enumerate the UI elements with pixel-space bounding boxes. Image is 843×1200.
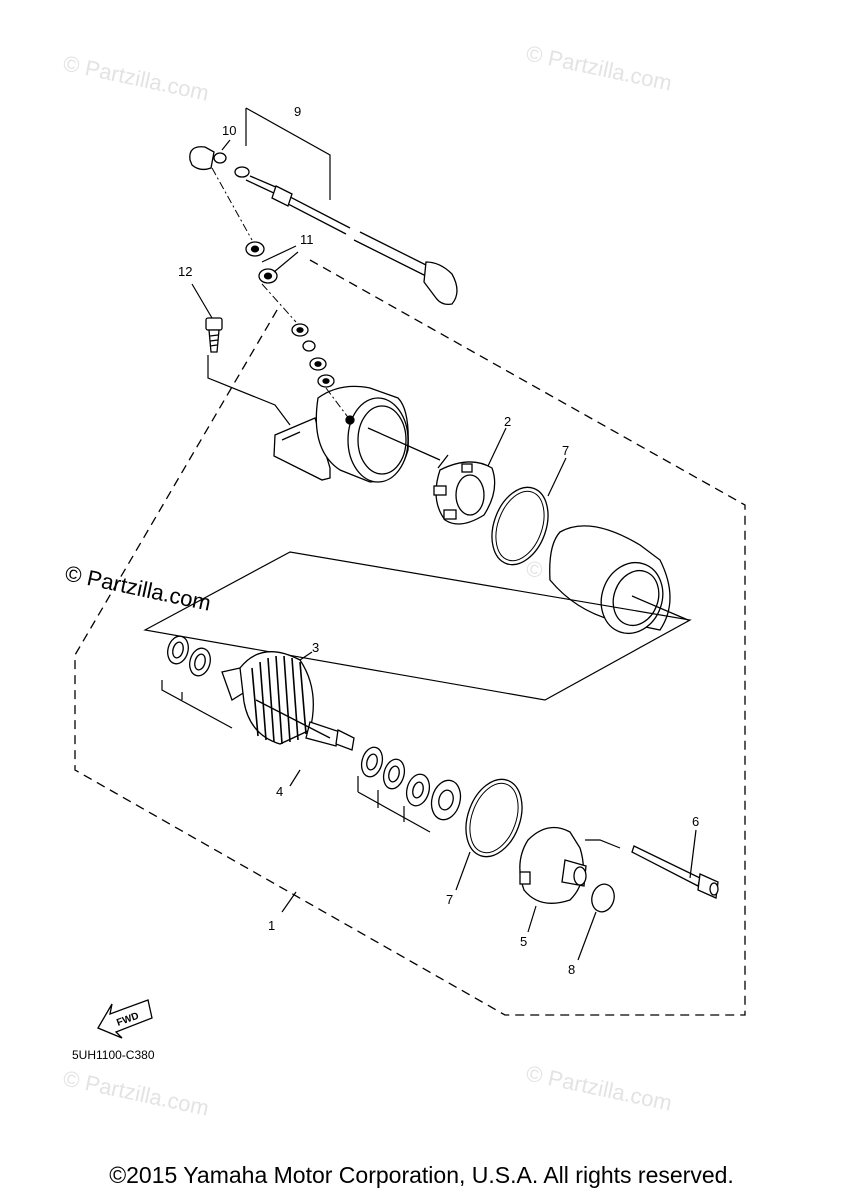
callout-7-upper: 7	[562, 443, 569, 458]
bolt-6	[631, 845, 719, 899]
callout-3: 3	[312, 640, 319, 655]
watermark-top-right: © Partzilla.com	[524, 40, 674, 95]
armature-washers-right	[360, 746, 462, 821]
wire-lead	[189, 146, 458, 306]
armature	[221, 651, 355, 751]
watermark-main: © Partzilla.com	[63, 560, 213, 615]
washer-bracket-lower	[357, 776, 431, 833]
bolt-6-bracket	[585, 839, 621, 849]
front-cover	[273, 385, 441, 483]
fwd-arrow-icon: FWD	[97, 999, 153, 1039]
callout-10: 10	[222, 123, 236, 138]
alignment-lines	[211, 167, 351, 421]
callout-5: 5	[520, 934, 527, 949]
watermark-bottom-right: © Partzilla.com	[524, 1060, 674, 1115]
o-ring-small	[591, 883, 615, 913]
callout-1: 1	[268, 918, 275, 933]
armature-bracket	[143, 551, 692, 701]
yoke-housing	[549, 525, 689, 635]
callout-12: 12	[178, 264, 192, 279]
armature-washers-left	[167, 635, 211, 677]
watermark-bottom-left: © Partzilla.com	[61, 1065, 211, 1120]
callout-4: 4	[276, 784, 283, 799]
o-ring-lower	[465, 778, 523, 858]
o-ring-upper	[491, 486, 549, 566]
callout-leaders	[191, 107, 697, 961]
callout-8: 8	[568, 962, 575, 977]
callout-9: 9	[294, 104, 301, 119]
copyright-notice: ©2015 Yamaha Motor Corporation, U.S.A. A…	[109, 1162, 734, 1188]
nuts-and-washers	[245, 241, 335, 388]
armature-bracket-lower	[161, 680, 233, 729]
callout-11: 11	[300, 232, 314, 247]
assembly-boundary	[74, 259, 746, 1016]
callout-7-lower: 7	[446, 892, 453, 907]
brush-holder	[433, 454, 496, 525]
diagram-code: 5UH1100-C380	[72, 1048, 155, 1062]
bolt-12	[205, 317, 223, 353]
callout-2: 2	[504, 414, 511, 429]
rear-cover	[519, 826, 587, 904]
watermark-top-left: © Partzilla.com	[61, 50, 211, 105]
callout-6: 6	[692, 814, 699, 829]
upper-bracket	[207, 355, 291, 426]
